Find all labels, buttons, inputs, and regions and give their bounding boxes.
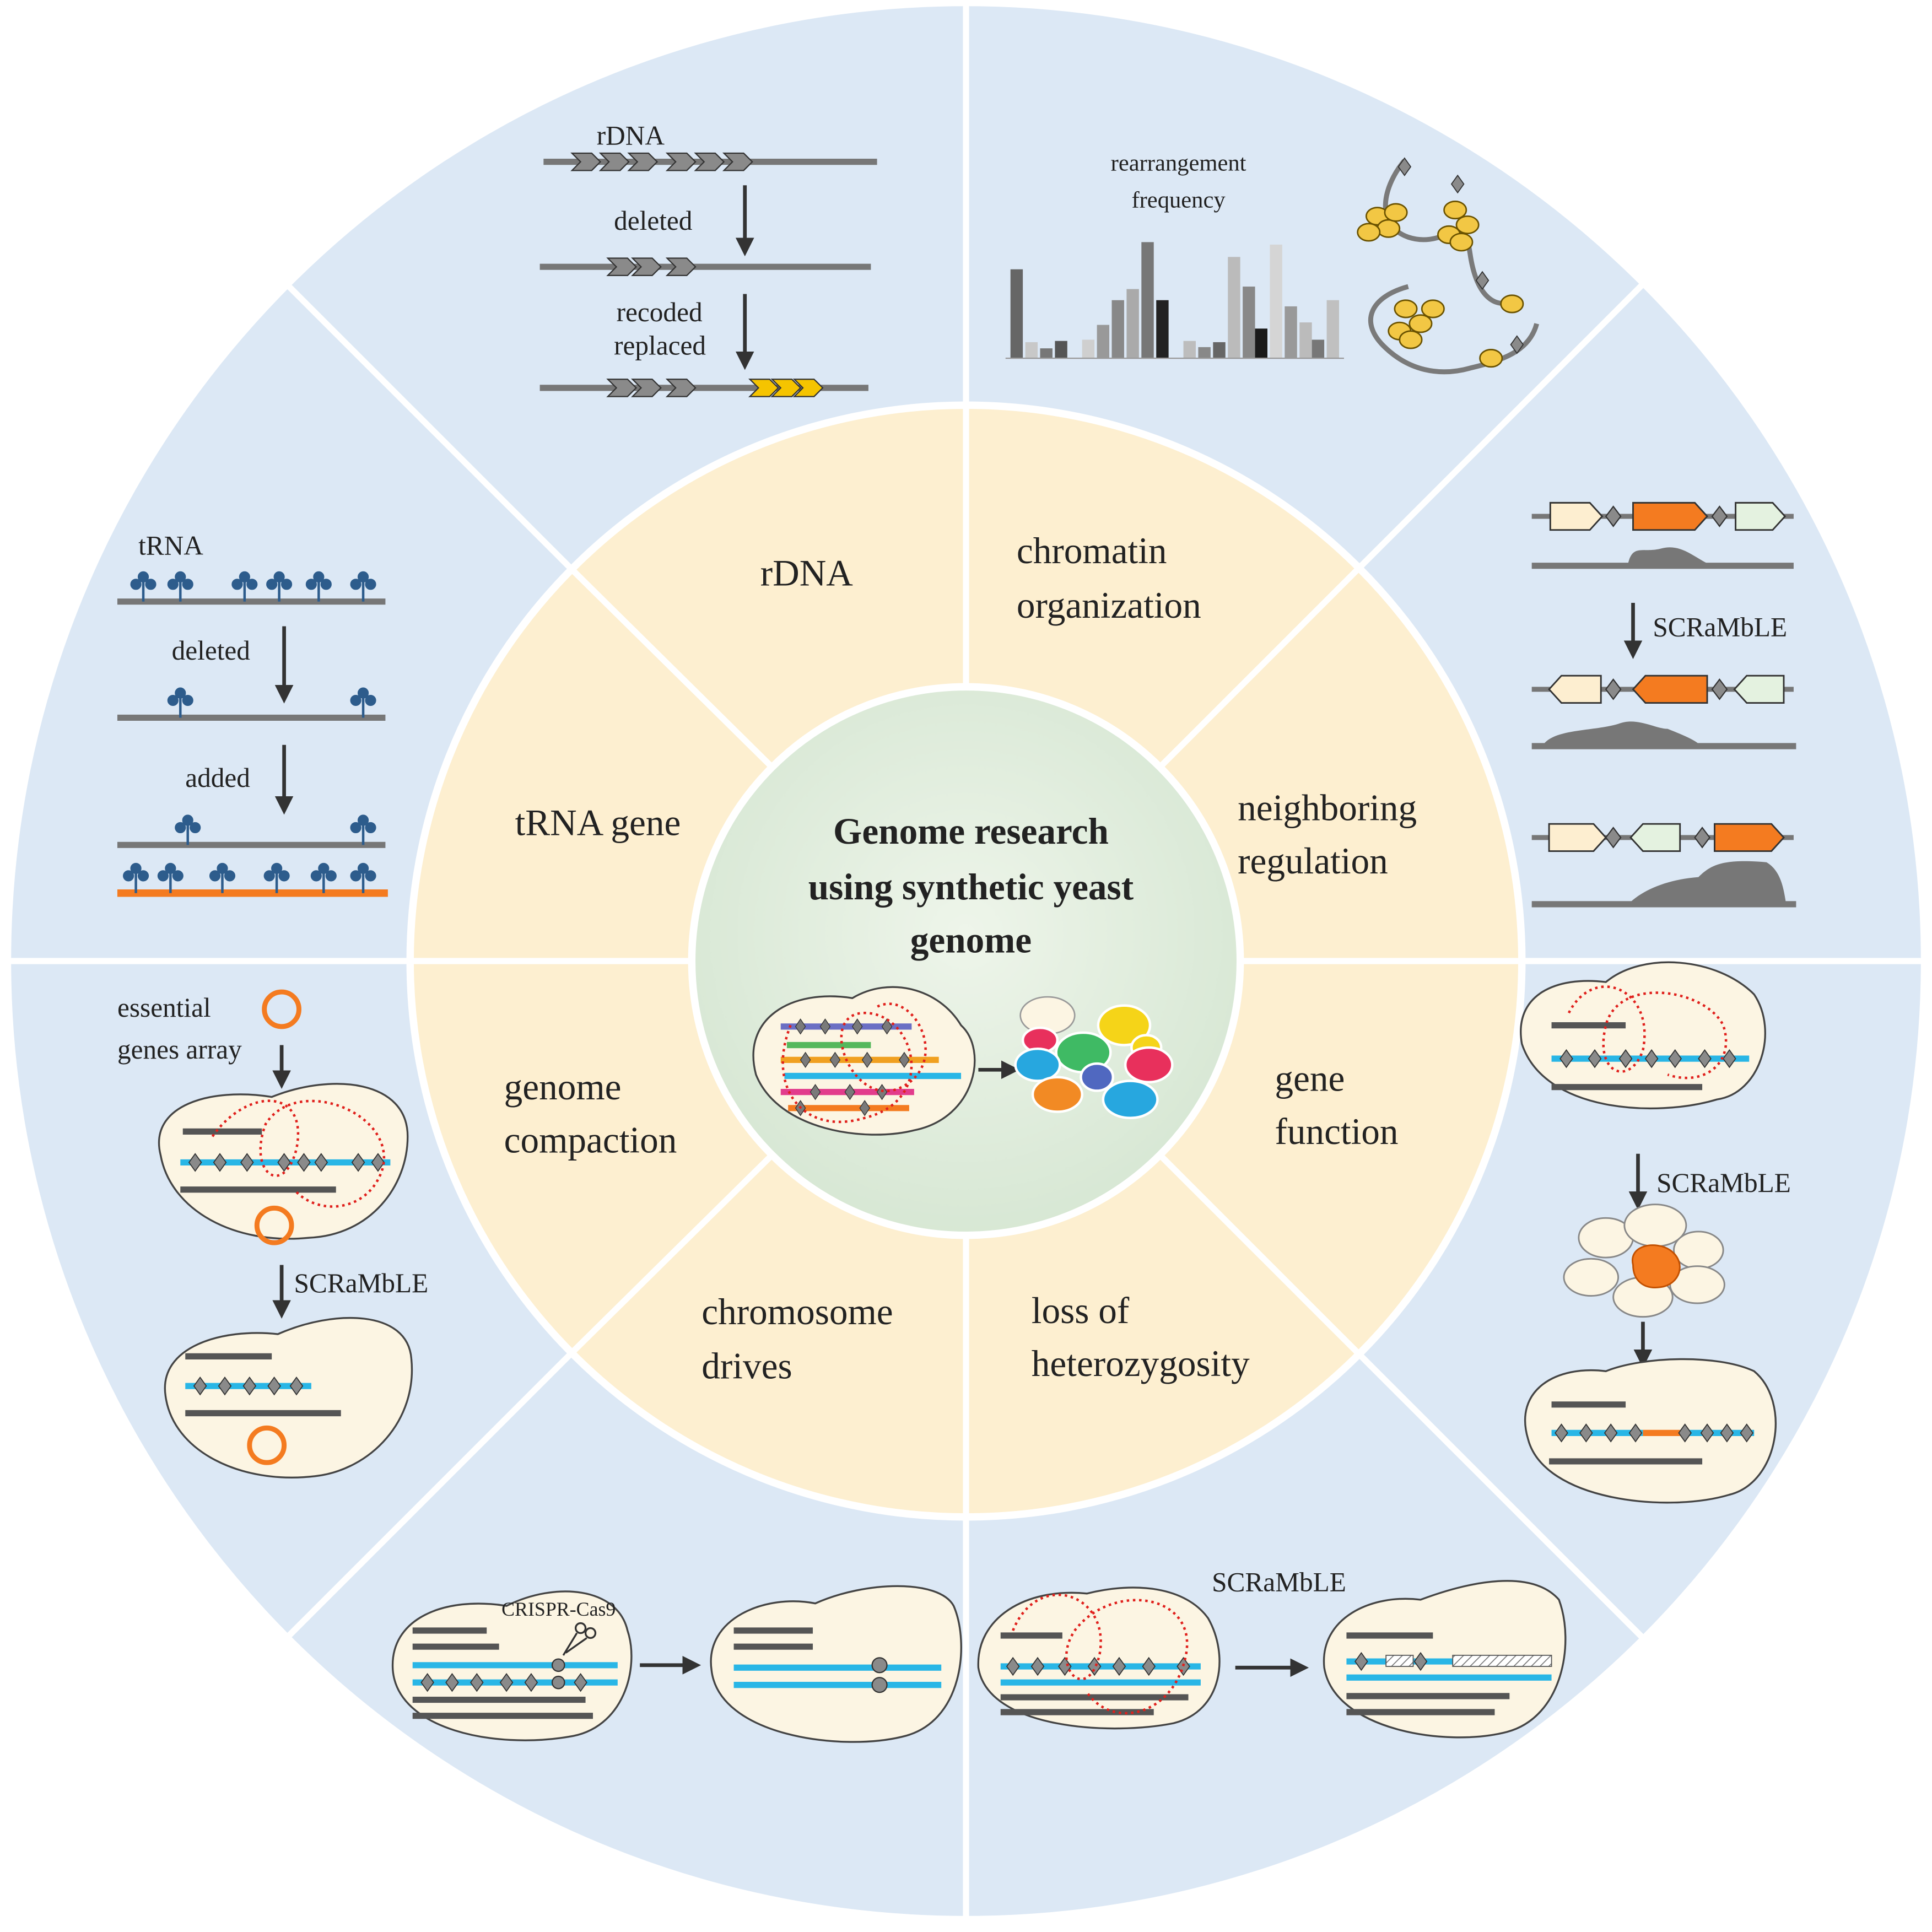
loh-label-scramble: SCRaMbLE	[1212, 1567, 1346, 1597]
panel-loh: SCRaMbLE	[977, 1567, 1567, 1739]
panel-rdna: rDNA deleted recoded replaced	[539, 120, 877, 397]
panel-drives: CRISPR-Cas9	[392, 1585, 962, 1743]
sector-label-drives-2: drives	[701, 1346, 792, 1387]
compaction-label-1: essential	[117, 992, 211, 1023]
rdna-step-recoded: recoded	[617, 297, 703, 327]
sector-label-neighboring-2: regulation	[1238, 840, 1388, 882]
center-title: Genome research using synthetic yeast ge…	[808, 811, 1134, 960]
sector-label-gene-function-1: gene	[1275, 1057, 1345, 1099]
center-title-line-3: genome	[910, 919, 1032, 960]
sector-label-chromatin-1: chromatin	[1017, 530, 1167, 571]
sector-label-loh-2: heterozygosity	[1032, 1343, 1250, 1384]
center-title-line-1: Genome research	[833, 811, 1109, 852]
sector-label-gene-function-2: function	[1275, 1111, 1398, 1152]
panel-compaction: essential genes array SCRaMbLE	[117, 989, 429, 1478]
trna-label: tRNA	[138, 531, 203, 561]
trna-step-added: added	[185, 763, 250, 793]
nucleosome-icon	[1357, 201, 1524, 368]
sector-label-compaction-2: compaction	[504, 1119, 677, 1161]
gene-function-cell-cluster	[1563, 1204, 1725, 1318]
sector-label-drives-1: chromosome	[701, 1291, 893, 1332]
center-circle	[688, 683, 1244, 1239]
sector-label-chromatin-2: organization	[1017, 585, 1201, 626]
chromatin-fiber	[1357, 157, 1539, 375]
center-title-line-2: using synthetic yeast	[808, 866, 1134, 908]
drives-label-crispr: CRISPR-Cas9	[501, 1598, 616, 1620]
compaction-step-scramble: SCRaMbLE	[294, 1268, 429, 1298]
sector-label-neighboring-1: neighboring	[1238, 787, 1417, 828]
trna-cloverleaf-icon	[130, 571, 376, 602]
sector-label-loh-1: loss of	[1032, 1290, 1130, 1331]
center-synthetic-cell	[752, 986, 976, 1136]
center-diverse-cells	[1014, 996, 1174, 1119]
neighboring-step-scramble: SCRaMbLE	[1653, 612, 1787, 642]
panel-trna: tRNA deleted added	[117, 531, 388, 897]
compaction-label-2: genes array	[117, 1034, 242, 1065]
sector-label-compaction-1: genome	[504, 1066, 622, 1108]
rdna-step-replaced: replaced	[614, 330, 706, 360]
panel-gene-function: SCRaMbLE	[1520, 961, 1791, 1504]
gene-function-step-scramble: SCRaMbLE	[1656, 1168, 1791, 1198]
rdna-step-deleted: deleted	[614, 206, 693, 236]
trna-step-deleted: deleted	[172, 635, 251, 666]
panel-neighboring: SCRaMbLE	[1531, 501, 1796, 908]
sector-label-rdna: rDNA	[760, 553, 854, 594]
rearrangement-bar-chart	[1005, 242, 1344, 359]
chromatin-label-1: rearrangement	[1111, 150, 1246, 176]
chromatin-label-2: frequency	[1131, 187, 1226, 213]
middle-dividers	[410, 405, 1522, 1517]
scissors-icon	[562, 1622, 597, 1656]
sector-label-trna: tRNA gene	[515, 802, 681, 843]
rdna-label: rDNA	[597, 120, 665, 150]
sector-labels: rDNA chromatin organization neighboring …	[504, 530, 1417, 1387]
panel-chromatin: rearrangement frequency	[1005, 150, 1539, 375]
